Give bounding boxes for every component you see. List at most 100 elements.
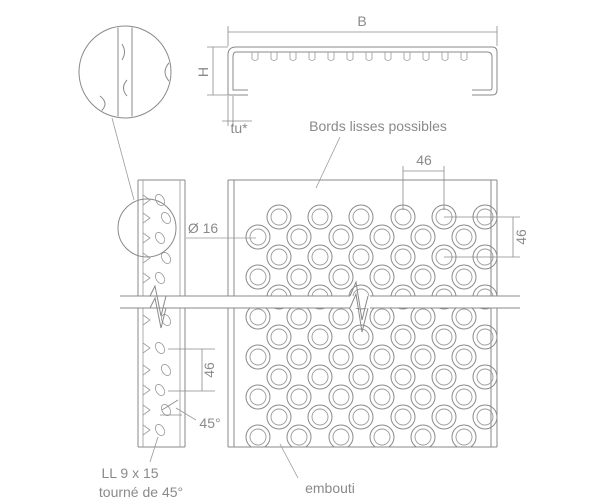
side-view [117, 179, 186, 448]
plate-hole-inner [435, 328, 453, 346]
plate-hole-inner [249, 388, 267, 406]
plate-hole-inner [455, 428, 473, 446]
side-notch [142, 212, 151, 224]
smooth-edges-label: Bords lisses possibles [309, 118, 447, 134]
side-notch [142, 194, 151, 206]
side-notch [142, 272, 151, 284]
plate-hole-inner [311, 208, 329, 226]
plate-hole-inner [455, 388, 473, 406]
plate-holes [245, 204, 497, 447]
embossed-annotation: embouti [279, 443, 355, 496]
side-pitch-dimension: 46 [168, 348, 217, 392]
plate-hole-inner [373, 348, 391, 366]
plate-hole-inner [332, 348, 350, 366]
profile-tooth [441, 52, 449, 61]
side-pitch-label: 46 [201, 362, 217, 378]
plate-hole-inner [332, 268, 350, 286]
profile-tooth [251, 52, 259, 61]
plate-hole-inner [455, 348, 473, 366]
pitch-horizontal-label: 46 [416, 152, 432, 168]
angle-annotation: 45° [160, 399, 221, 431]
profile-tooth [270, 52, 278, 61]
plate-hole-inner [352, 368, 370, 386]
plate-hole-inner [270, 208, 288, 226]
plate-hole-inner [414, 348, 432, 366]
plate-hole-inner [394, 368, 412, 386]
plate-hole-inner [414, 388, 432, 406]
plate-hole-inner [290, 388, 308, 406]
side-notch [142, 404, 151, 416]
plate-hole-inner [290, 228, 308, 246]
diameter-label: Ø 16 [188, 220, 219, 236]
side-notch [142, 384, 151, 396]
side-slot [155, 424, 165, 436]
diameter-annotation: Ø 16 [186, 220, 256, 239]
plate-hole-inner [249, 308, 267, 326]
plate-hole-inner [311, 248, 329, 266]
plate-hole-inner [311, 328, 329, 346]
profile-tooth [308, 52, 316, 61]
perforated-plate [227, 179, 498, 448]
plate-hole-inner [290, 308, 308, 326]
plate-hole-inner [414, 228, 432, 246]
plate-hole-inner [435, 408, 453, 426]
plate-hole-inner [414, 268, 432, 286]
angle-label: 45° [199, 415, 220, 431]
plate-hole-inner [270, 248, 288, 266]
thickness-dimension: tu* [222, 96, 252, 136]
side-notch [142, 232, 151, 244]
plate-hole-inner [249, 348, 267, 366]
plate-hole-inner [394, 408, 412, 426]
profile-tooth [422, 52, 430, 61]
plate-hole-inner [290, 268, 308, 286]
side-notch [142, 424, 151, 436]
side-view-slots [142, 194, 171, 436]
hole-pitch-vertical: 46 [444, 216, 529, 258]
plate-hole-inner [373, 268, 391, 286]
plate-hole-inner [270, 328, 288, 346]
plate-hole-inner [249, 228, 267, 246]
slot-size-label: LL 9 x 15 [101, 465, 158, 481]
width-dimension: B [227, 13, 498, 46]
plate-hole-inner [394, 248, 412, 266]
plate-hole-inner [373, 388, 391, 406]
plate-hole-inner [435, 368, 453, 386]
embossed-label: embouti [305, 480, 355, 496]
side-notch [142, 364, 151, 376]
width-label: B [357, 13, 366, 29]
height-dimension: H [195, 46, 228, 96]
side-slot [161, 364, 171, 376]
plate-hole-inner [373, 228, 391, 246]
plate-hole-inner [476, 368, 494, 386]
side-slot [155, 272, 165, 284]
side-notch [142, 342, 151, 354]
plate-hole-inner [394, 208, 412, 226]
cross-section-profile [227, 46, 498, 96]
plate-hole-inner [270, 368, 288, 386]
plate-hole-inner [394, 328, 412, 346]
thickness-label: tu* [230, 120, 248, 136]
plate-hole-inner [311, 408, 329, 426]
plate-hole-inner [332, 228, 350, 246]
side-slot [161, 252, 171, 264]
pitch-vertical-label: 46 [513, 229, 529, 245]
profile-tooth [460, 52, 468, 61]
plate-hole-inner [332, 388, 350, 406]
slot-turn-label: tourné de 45° [99, 484, 183, 500]
profile-tooth [384, 52, 392, 61]
break-line [120, 280, 520, 333]
plate-hole-inner [249, 268, 267, 286]
side-slot [155, 342, 165, 354]
detail-magnifier [78, 25, 172, 201]
slot-annotation: LL 9 x 15 tourné de 45° [99, 436, 183, 500]
plate-hole-inner [414, 428, 432, 446]
plate-hole-inner [455, 268, 473, 286]
plate-hole-inner [373, 428, 391, 446]
plate-hole-inner [311, 368, 329, 386]
plate-hole-inner [249, 428, 267, 446]
plate-hole-inner [352, 328, 370, 346]
side-slot [161, 212, 171, 224]
profile-embossing-teeth [251, 52, 468, 61]
height-label: H [195, 67, 211, 77]
profile-tooth [365, 52, 373, 61]
